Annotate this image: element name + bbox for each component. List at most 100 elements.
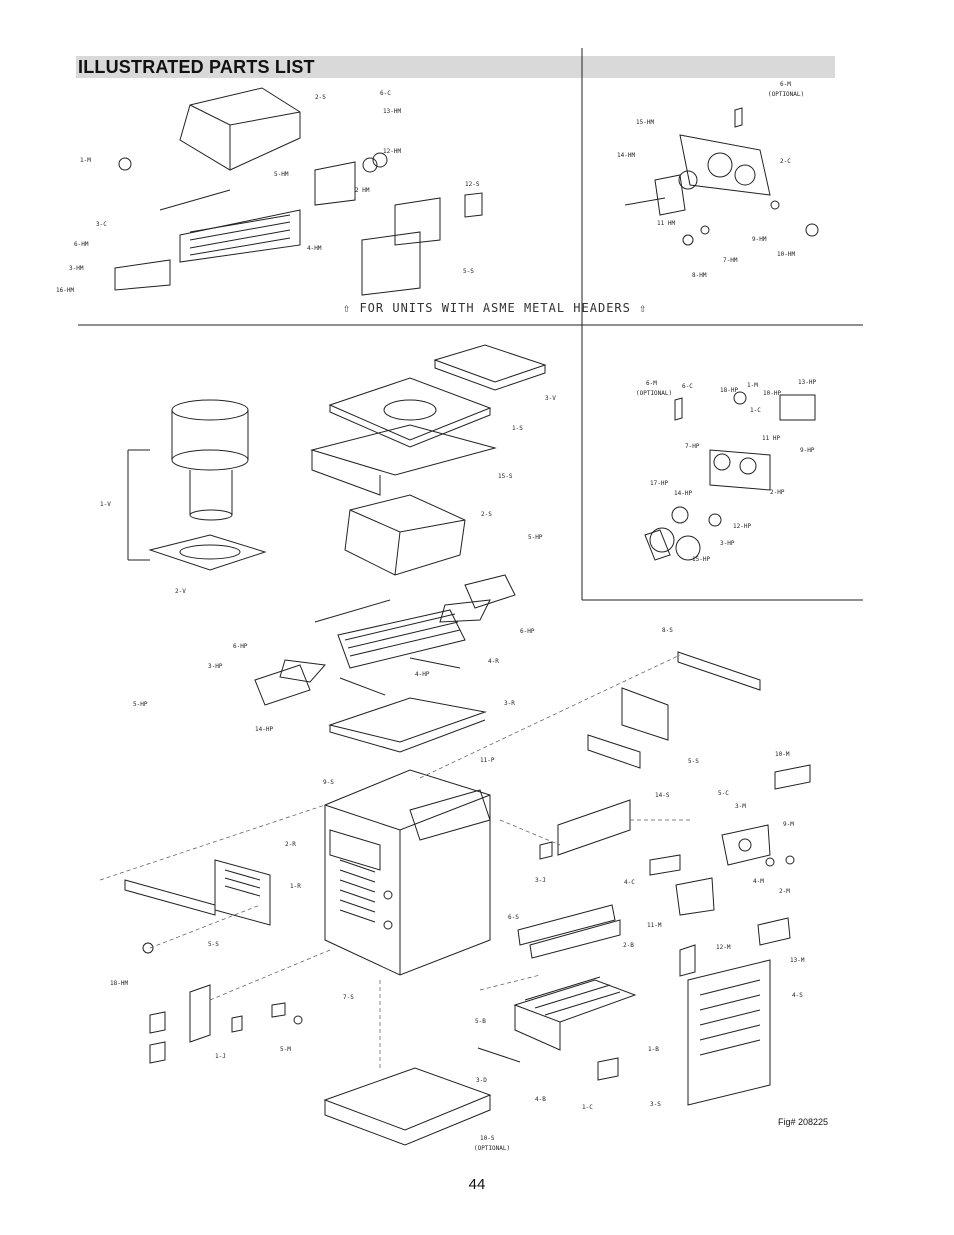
part-label: 5-S (208, 941, 219, 948)
part-label: 17-HP (650, 480, 668, 487)
part-label: 2-V (175, 588, 186, 595)
top-right-assembly (624, 107, 819, 246)
part-label: 1-B (648, 1046, 659, 1053)
part-label: (OPTIONAL) (474, 1145, 510, 1152)
part-label: 4-M (753, 878, 764, 885)
part-label: 6-S (508, 914, 519, 921)
part-label: 4-HM (307, 245, 322, 252)
part-label: 3-M (735, 803, 746, 810)
part-label: 1-C (750, 407, 761, 414)
part-label: (OPTIONAL) (768, 91, 804, 98)
part-label: 10-HP (763, 390, 781, 397)
mid-right-assembly (644, 391, 816, 561)
part-label: 1-M (80, 157, 91, 164)
part-label: 2-S (481, 511, 492, 518)
part-label: 13-HM (383, 108, 401, 115)
part-label: 7-S (343, 994, 354, 1001)
part-label: 11 HP (762, 435, 780, 442)
part-label: 5-HM (274, 171, 289, 178)
part-label: 18-HP (720, 387, 738, 394)
part-label: 5-HP (133, 701, 148, 708)
top-left-assembly (114, 87, 483, 296)
part-label: 3-R (504, 700, 515, 707)
page-number: 44 (468, 1176, 486, 1193)
part-label: 3-J (535, 877, 546, 884)
part-label: 9-HM (752, 236, 767, 243)
part-label: 4-C (624, 879, 635, 886)
part-label: 9-M (783, 821, 794, 828)
part-label: 3-V (545, 395, 556, 402)
part-label: 14-HM (617, 152, 635, 159)
part-label: 5-S (688, 758, 699, 765)
part-label: 14-S (655, 792, 670, 799)
part-label: 6-C (682, 383, 693, 390)
part-label: 6-C (380, 90, 391, 97)
part-label: 2-M (779, 888, 790, 895)
part-label: 1-R (290, 883, 301, 890)
part-label: 13-M (790, 957, 805, 964)
part-label: 7-HM (723, 257, 738, 264)
part-label: 10-S (480, 1135, 495, 1142)
page-title: ILLUSTRATED PARTS LIST (78, 57, 315, 77)
part-label: 2-B (623, 942, 634, 949)
part-label: 12-HP (733, 523, 751, 530)
part-label: 3-S (650, 1101, 661, 1108)
part-label: 12-S (465, 181, 480, 188)
part-label: 5-B (475, 1018, 486, 1025)
part-label: 12-HM (383, 148, 401, 155)
part-label: 15-HM (636, 119, 654, 126)
part-label: 11 HM (657, 220, 675, 227)
asme-banner: ⇧ FOR UNITS WITH ASME METAL HEADERS ⇧ (343, 301, 647, 315)
part-label: 3-HP (720, 540, 735, 547)
part-label: 3-HM (69, 265, 84, 272)
part-label: 5-HP (528, 534, 543, 541)
part-label: 5-S (463, 268, 474, 275)
part-label: 3-C (96, 221, 107, 228)
part-label: 4-R (488, 658, 499, 665)
part-label: 12-M (716, 944, 731, 951)
part-label: 3-D (476, 1077, 487, 1084)
part-label: 15-HP (692, 556, 710, 563)
part-label: 1-C (582, 1104, 593, 1111)
title-bar: ILLUSTRATED PARTS LIST (76, 56, 835, 78)
part-label: 6-HP (520, 628, 535, 635)
leader-lines (99, 654, 690, 1070)
part-label: 2 HM (355, 187, 370, 194)
part-label: 2-HP (770, 489, 785, 496)
part-labels: 2-S 6-C 13-HM 12-HM 2 HM 1-M 5-HM 12-S 3… (56, 81, 816, 1152)
part-label: 6-HP (233, 643, 248, 650)
part-label: 6-HM (74, 241, 89, 248)
part-label: 7-HP (685, 443, 700, 450)
part-label: 10-M (775, 751, 790, 758)
part-label: 6-M (646, 380, 657, 387)
part-label: 1-J (215, 1053, 226, 1060)
part-label: 14-HP (255, 726, 273, 733)
part-label: 9-S (323, 779, 334, 786)
part-label: 4-HP (415, 671, 430, 678)
part-label: 1-V (100, 501, 111, 508)
part-label: 8-HM (692, 272, 707, 279)
part-label: 15-S (498, 473, 513, 480)
part-label: 5-M (280, 1046, 291, 1053)
part-label: 4-B (535, 1096, 546, 1103)
part-label: 1-M (747, 382, 758, 389)
part-label: 9-HP (800, 447, 815, 454)
part-label: 11-M (647, 922, 662, 929)
part-label: 3-HP (208, 663, 223, 670)
figure-id: Fig# 208225 (778, 1117, 829, 1127)
part-label: 11-P (480, 757, 495, 764)
part-label: 18-HM (110, 980, 128, 987)
main-assembly (124, 344, 811, 1146)
part-label: 5-C (718, 790, 729, 797)
part-label: 4-S (792, 992, 803, 999)
part-label: 16-HM (56, 287, 74, 294)
part-label: 13-HP (798, 379, 816, 386)
part-label: 6-M (780, 81, 791, 88)
part-label: 10-HM (777, 251, 795, 258)
part-label: 14-HP (674, 490, 692, 497)
part-label: 8-S (662, 627, 673, 634)
part-label: 1-S (512, 425, 523, 432)
part-label: 2-R (285, 841, 296, 848)
part-label: 2-C (780, 158, 791, 165)
